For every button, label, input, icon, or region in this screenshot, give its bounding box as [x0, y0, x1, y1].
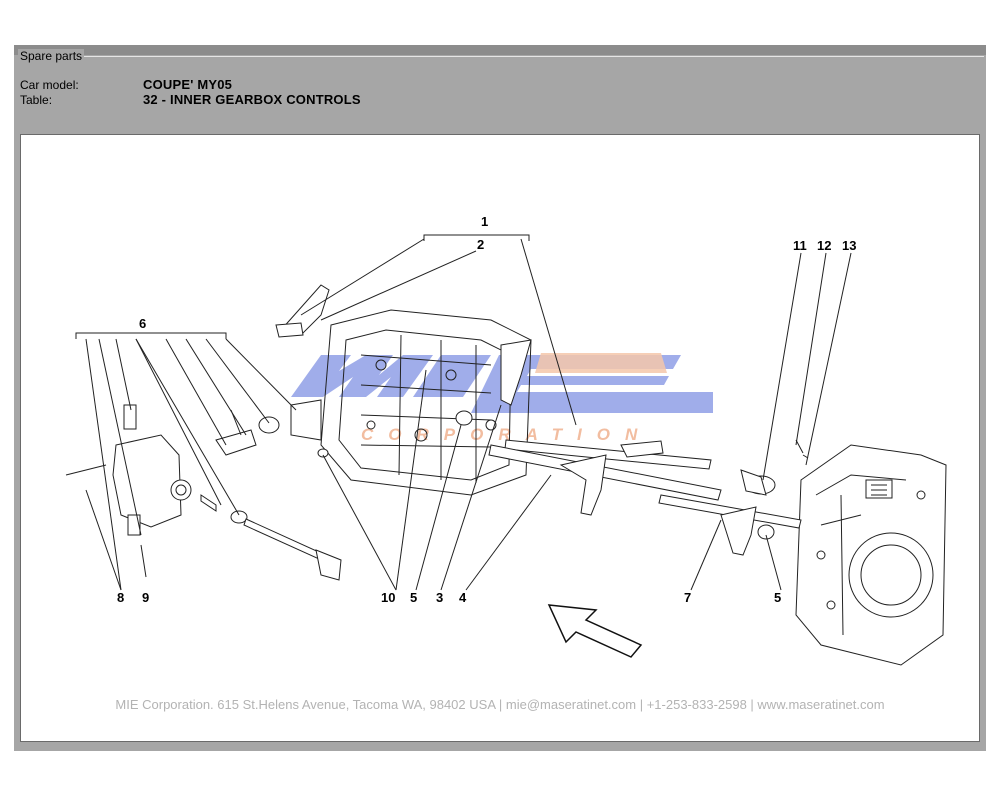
car-model-value: COUPE' MY05	[143, 77, 233, 92]
exploded-parts-diagram: CORPORATION	[20, 134, 980, 742]
callout-1: 1	[481, 214, 488, 229]
callout-2: 2	[477, 237, 484, 252]
callout-7: 7	[684, 590, 691, 605]
callout-5b: 5	[774, 590, 781, 605]
bushes-and-pins	[317, 410, 809, 540]
diagram-svg: CORPORATION	[65, 214, 947, 666]
gearbox-housing-center	[320, 309, 532, 496]
selector-cover-assembly	[65, 399, 342, 581]
group-box-border	[18, 56, 984, 57]
callout-6: 6	[139, 316, 146, 331]
group-box-legend: Spare parts	[18, 49, 85, 63]
panel-top-bar	[14, 45, 986, 55]
callout-10: 10	[381, 590, 395, 605]
car-model-label: Car model:	[20, 78, 79, 92]
watermark-corporation-text: CORPORATION	[361, 425, 652, 444]
table-value: 32 - INNER GEARBOX CONTROLS	[143, 92, 361, 107]
shift-forks	[275, 284, 757, 556]
callout-5a: 5	[410, 590, 417, 605]
callout-9: 9	[142, 590, 149, 605]
callout-4: 4	[459, 590, 467, 605]
callout-leader-lines	[75, 234, 852, 591]
table-label: Table:	[20, 93, 53, 107]
callout-12: 12	[817, 238, 831, 253]
selector-shafts	[488, 439, 802, 529]
callout-13: 13	[842, 238, 856, 253]
spare-parts-panel: Spare parts Car model: COUPE' MY05 Table…	[14, 45, 986, 751]
callout-3: 3	[436, 590, 443, 605]
callout-11: 11	[793, 238, 807, 253]
contact-footer: MIE Corporation. 615 St.Helens Avenue, T…	[115, 697, 885, 712]
mie-watermark-logo: CORPORATION	[291, 353, 713, 444]
direction-arrow	[547, 604, 643, 658]
gearbox-housing-right	[795, 444, 947, 666]
callout-8: 8	[117, 590, 124, 605]
